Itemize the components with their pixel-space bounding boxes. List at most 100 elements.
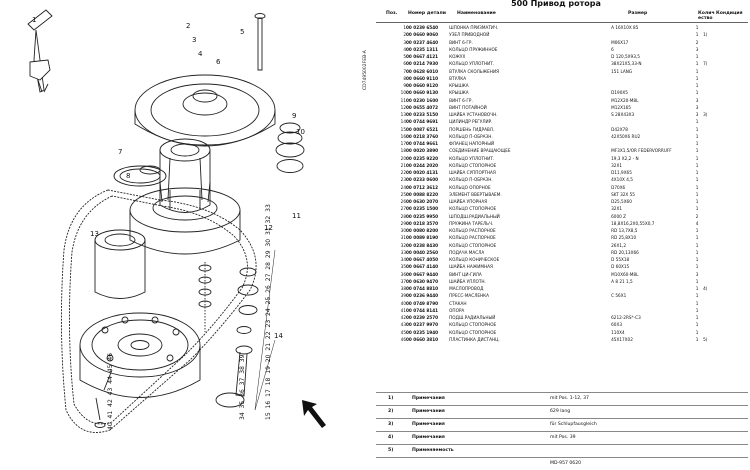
cell-part-suffix: 0 [435,25,439,30]
cell-qty: 3 [695,271,699,277]
cell-part-no: 00 0236 944 [406,293,436,299]
cell-cond [703,133,733,140]
note-number: 5) [388,448,394,453]
cell-cond [703,46,733,53]
cell-size: D 55X18 [611,257,630,262]
cell-part-no: 00 0235 922 [406,155,436,161]
cell-cond [703,278,733,285]
cell-qty: 1 [695,293,699,299]
cell-qty: 1 [695,119,699,125]
cell-part-no: 00 0237 464 [406,39,436,45]
cell-part-suffix: 0 [435,112,439,117]
cell-cond [703,314,733,321]
cell-pos: 42 [400,315,406,320]
cell-part-suffix: 0 [435,155,439,161]
cell-size: D70X6 [611,184,626,190]
cell-part-no: 00 0040 256 [406,249,436,255]
cell-part-suffix: 0 [435,213,439,219]
cell-pos: 33 [400,249,406,255]
cell-part-suffix: 0 [435,75,439,81]
cell-pos: 23 [400,177,406,183]
cell-part-no: 00 0660 381 [406,336,436,342]
cell-part-no: 00 0667 412 [406,54,436,59]
cell-cond [703,213,733,220]
parts-list-sheet: 500 Привод ротора Поз. Номер детали Наим… [376,0,750,466]
cell-cond [703,104,733,111]
cell-name: ВИНТ 6-ГР. [449,39,473,45]
cell-size: D 60X15 [611,264,630,270]
cell-name: КОЛЬЦО П-ОБРАЗН. [449,177,493,183]
cell-qty: 1 [695,191,699,197]
cell-pos: 8 [403,75,406,81]
cell-name: ВТУЛКА СКОЛЬЖЕНИЯ [449,68,500,74]
cell-cond [703,140,733,147]
cell-cond [703,155,733,162]
cell-part-suffix: 0 [435,162,439,168]
callout-2: 2 [186,22,190,30]
cell-cond [703,249,733,256]
cell-qty: 1 [695,300,699,306]
cell-size: D 120,5X93,5 [611,54,640,59]
cell-cond: 1) [703,32,708,38]
cell-size: A 8 21 1,5 [611,278,633,284]
cell-qty: 1 [695,307,699,313]
cell-size: 32X1 [611,162,623,168]
cell-name: ПОДШ.РАДИАЛЬНЫЙ [449,315,496,320]
cell-cond: 5) [703,336,708,342]
cell-pos: 3 [403,39,406,45]
cell-cond [703,169,733,176]
cell-cond [703,227,733,234]
cell-size: M06X17 [611,39,629,45]
cell-name: ПОДАЧА МАСЛА [449,249,485,255]
cell-cond [703,53,733,60]
cell-cond: 4) [703,286,708,291]
svg-text:40 41 42 43: 40 41 42 43 44 45 46 [107,353,114,430]
cell-qty: 1 [695,184,699,190]
cell-part-suffix: 0 [435,97,439,103]
cell-part-suffix: 0 [435,300,439,306]
cell-pos: 4 [403,46,406,52]
cell-part-no: 00 0080 820 [406,228,436,233]
cell-part-suffix: 0 [435,228,439,233]
cell-pos: 35 [400,264,406,270]
cell-cond [703,321,733,328]
cell-qty: 3 [695,104,699,110]
cell-pos: 12 [400,104,406,110]
cell-part-no: 00 0744 814 [406,307,436,313]
sheet-title: 500 Привод ротора [511,0,601,8]
cell-size [611,307,691,314]
cell-size [611,118,691,125]
cell-name: ШПОДШ.РАДИАЛЬНЫЙ [449,213,500,219]
cell-pos: 20 [400,155,406,161]
cell-qty: 1 [695,315,699,320]
cell-name: ЦИЛИНДР РЕГУЛИР. [449,119,493,125]
note-text: 629 lang [550,409,571,414]
cell-name: КОЛЬЦО РАСПОРНОЕ [449,235,496,241]
cell-pos: 28 [400,213,406,219]
cell-size: 45X17X02 [611,336,633,342]
cell-part-suffix: 1 [435,307,439,313]
cell-cond [703,263,733,270]
cell-size: 4X10X 4,5 [611,177,633,183]
svg-text:34 35 36 37: 34 35 36 37 38 39 [239,354,246,420]
cell-pos: 16 [400,133,406,139]
cell-part-suffix: 2 [435,184,439,190]
cell-part-no: 00 0630 947 [406,278,436,284]
cell-name: КОЛЬЦО СТОПОРНОЕ [449,329,497,335]
cell-part-no: 00 0230 160 [406,97,436,103]
cell-pos: 2 [403,32,406,38]
callout-1: 1 [32,16,36,24]
note-text: für Schlupfausgleich [550,422,597,427]
